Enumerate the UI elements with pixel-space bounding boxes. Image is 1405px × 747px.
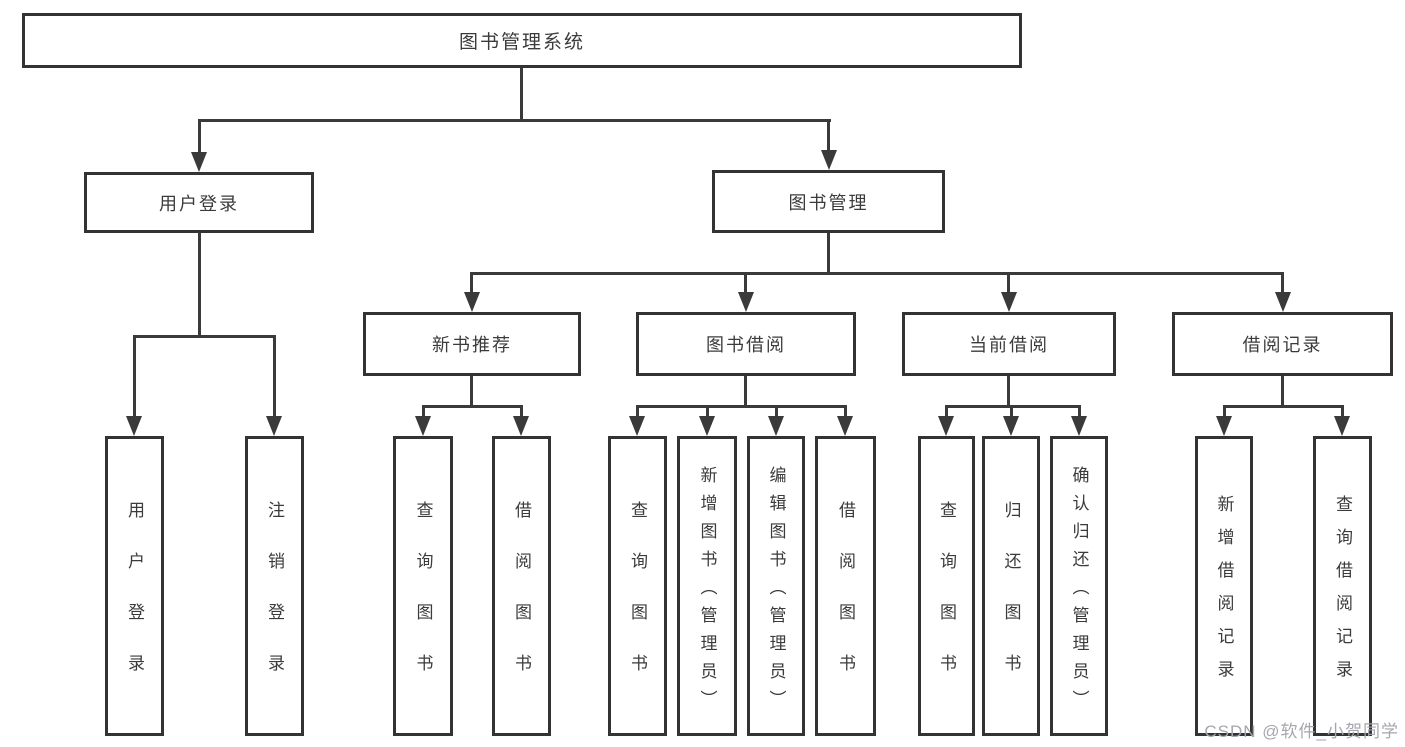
node-user-login-label: 用户登录 (159, 193, 239, 214)
arrowhead-borrow-records (1275, 292, 1291, 312)
leaf-cb-return-books: 归还图书 (982, 436, 1040, 736)
arrowhead-br-query (1334, 416, 1350, 436)
leaf-bb-query-books-label: 查询图书 (628, 501, 647, 705)
leaf-user-login: 用户登录 (105, 436, 164, 736)
arrowhead-br-add (1216, 416, 1232, 436)
leaf-bb-add-books-label: 新增图书（管理员） (697, 465, 717, 718)
arrowhead-new-book (464, 292, 480, 312)
connector-drop-bb-borrow (844, 405, 847, 418)
connector-book-management-stem (827, 233, 830, 274)
connector-current-borrowing-rail (945, 405, 1081, 408)
node-book-management: 图书管理 (712, 170, 945, 233)
arrowhead-cb-query (938, 416, 954, 436)
leaf-nb-borrow-books: 借阅图书 (492, 436, 551, 736)
node-root: 图书管理系统 (22, 13, 1022, 68)
leaf-bb-edit-books-label: 编辑图书（管理员） (766, 465, 786, 718)
node-root-label: 图书管理系统 (458, 32, 585, 53)
connector-drop-br-add (1223, 405, 1226, 418)
connector-book-borrowing-stem (744, 376, 747, 407)
connector-drop-bb-query (636, 405, 639, 418)
node-book-management-label: 图书管理 (788, 192, 869, 213)
leaf-bb-borrow-books: 借阅图书 (815, 436, 876, 736)
leaf-cb-confirm-return: 确认归还（管理员） (1050, 436, 1108, 736)
connector-drop-user-login (198, 119, 201, 155)
leaf-br-query-record: 查询借阅记录 (1313, 436, 1372, 736)
connector-borrow-records-rail (1223, 405, 1344, 408)
node-book-borrowing-label: 图书借阅 (706, 335, 786, 355)
connector-drop-borrow-records (1281, 272, 1284, 294)
watermark: CSDN @软件_小贺同学 (1204, 722, 1399, 741)
node-current-borrowing: 当前借阅 (902, 312, 1116, 376)
arrowhead-cb-confirm (1071, 416, 1087, 436)
leaf-cb-query-books-label: 查询图书 (937, 501, 956, 705)
connector-drop-cb-confirm (1078, 405, 1081, 418)
leaf-logout-label: 注销登录 (265, 501, 284, 705)
connector-drop-leaf-user-login (133, 335, 136, 418)
arrowhead-bb-query (629, 416, 645, 436)
arrowhead-bb-borrow (837, 416, 853, 436)
arrowhead-nb-borrow (513, 416, 529, 436)
leaf-nb-borrow-books-label: 借阅图书 (512, 501, 531, 705)
connector-book-borrowing-rail (636, 405, 847, 408)
arrowhead-current-borrowing (1001, 292, 1017, 312)
leaf-bb-borrow-books-label: 借阅图书 (836, 501, 855, 705)
arrowhead-leaf-logout (266, 416, 282, 436)
leaf-br-query-record-label: 查询借阅记录 (1333, 495, 1352, 693)
leaf-cb-query-books: 查询图书 (918, 436, 975, 736)
connector-user-login-rail (133, 335, 276, 338)
node-book-borrowing: 图书借阅 (636, 312, 856, 376)
leaf-br-add-record: 新增借阅记录 (1195, 436, 1253, 736)
leaf-user-login-label: 用户登录 (125, 501, 144, 705)
connector-drop-br-query (1341, 405, 1344, 418)
leaf-nb-query-books: 查询图书 (393, 436, 453, 736)
connector-drop-nb-borrow (520, 405, 523, 418)
connector-drop-nb-query (422, 405, 425, 418)
connector-root-rail (198, 119, 831, 122)
node-borrow-records: 借阅记录 (1172, 312, 1393, 376)
connector-drop-bb-add (706, 405, 709, 418)
leaf-bb-add-books: 新增图书（管理员） (677, 436, 737, 736)
connector-drop-cb-return (1010, 405, 1013, 418)
arrowhead-book-borrowing (738, 292, 754, 312)
connector-new-book-rail (422, 405, 523, 408)
arrowhead-cb-return (1003, 416, 1019, 436)
connector-root-stem (520, 68, 523, 121)
arrowhead-book-management (821, 150, 837, 170)
leaf-nb-query-books-label: 查询图书 (413, 501, 433, 705)
connector-drop-book-management (827, 119, 830, 153)
connector-current-borrowing-stem (1007, 376, 1010, 407)
connector-user-login-stem (198, 232, 201, 337)
node-current-borrowing-label: 当前借阅 (969, 335, 1049, 355)
arrowhead-leaf-user-login (126, 416, 142, 436)
connector-new-book-stem (470, 376, 473, 407)
leaf-bb-query-books: 查询图书 (608, 436, 667, 736)
leaf-logout: 注销登录 (245, 436, 304, 736)
node-new-book-recommend: 新书推荐 (363, 312, 581, 376)
node-borrow-records-label: 借阅记录 (1242, 335, 1323, 355)
connector-drop-new-book (470, 272, 473, 294)
arrowhead-bb-add (699, 416, 715, 436)
arrowhead-nb-query (415, 416, 431, 436)
connector-drop-book-borrowing (744, 272, 747, 294)
connector-drop-cb-query (945, 405, 948, 418)
connector-drop-current-borrowing (1007, 272, 1010, 294)
node-new-book-recommend-label: 新书推荐 (432, 335, 512, 355)
connector-borrow-records-stem (1281, 376, 1284, 407)
leaf-br-add-record-label: 新增借阅记录 (1214, 495, 1234, 693)
leaf-cb-confirm-return-label: 确认归还（管理员） (1069, 465, 1089, 718)
node-user-login: 用户登录 (84, 172, 314, 233)
arrowhead-user-login (191, 152, 207, 172)
arrowhead-bb-edit (768, 416, 784, 436)
leaf-bb-edit-books: 编辑图书（管理员） (747, 436, 805, 736)
connector-drop-leaf-logout (273, 335, 276, 418)
leaf-cb-return-books-label: 归还图书 (1001, 501, 1021, 705)
connector-book-management-rail (471, 272, 1284, 275)
connector-drop-bb-edit (775, 405, 778, 418)
